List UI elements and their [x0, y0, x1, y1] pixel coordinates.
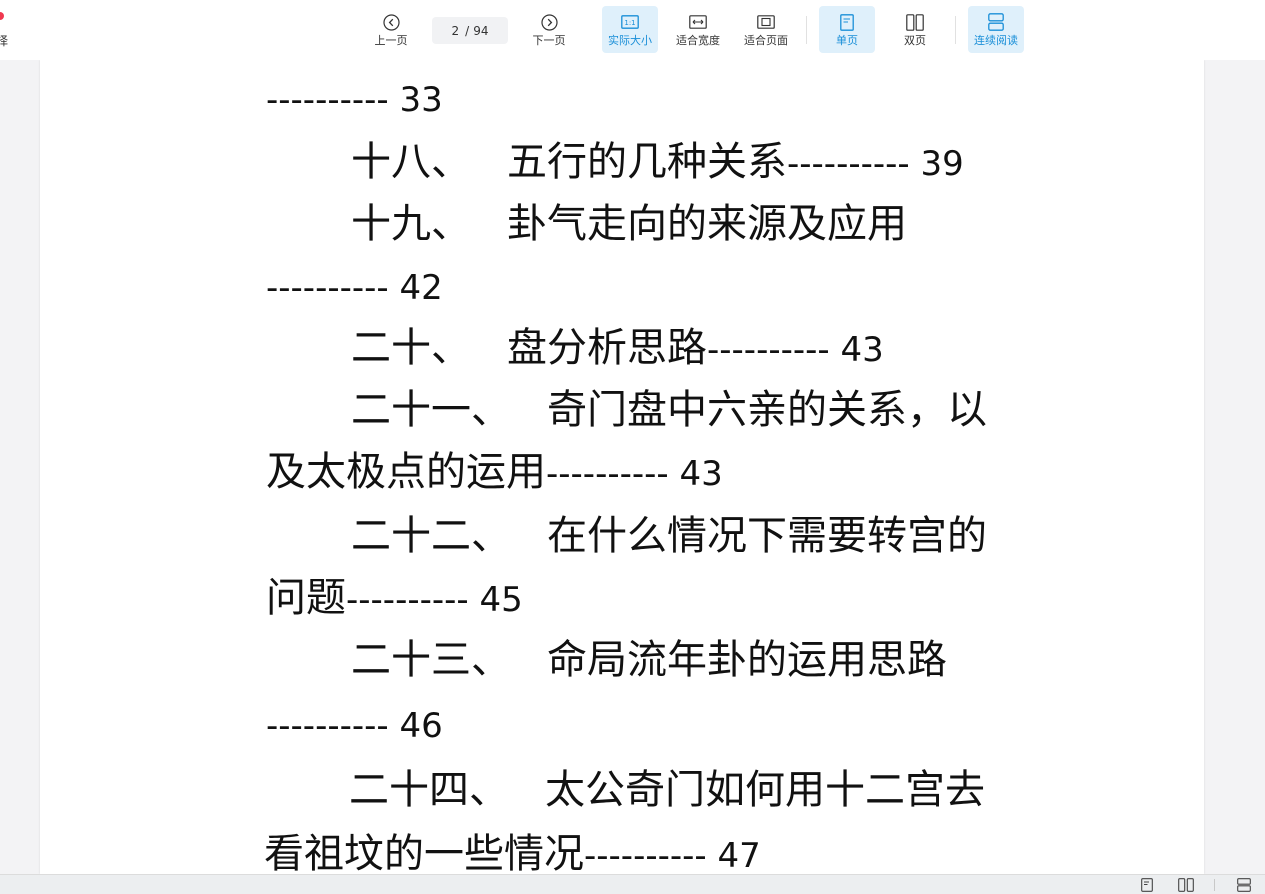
actual-size-label: 实际大小	[608, 34, 652, 47]
current-page: 2	[451, 23, 460, 38]
actual-size-icon: 1:1	[621, 13, 639, 31]
toc-line: 二十、盘分析思路---------- 43	[351, 325, 884, 371]
chevron-left-circle-icon	[382, 13, 400, 31]
fit-width-icon	[689, 13, 707, 31]
prev-page-label: 上一页	[374, 34, 408, 47]
chevron-right-circle-icon	[540, 13, 558, 31]
continuous-reading-button[interactable]: 连续阅读	[968, 6, 1024, 53]
svg-text:1:1: 1:1	[624, 19, 635, 27]
total-pages: 94	[473, 23, 489, 38]
toolbar: 择 上一页 2 / 94 下一页 1:1 实际大小 适合宽度 适合页面	[0, 0, 1265, 60]
status-bar	[0, 874, 1265, 894]
single-page-label: 单页	[836, 34, 858, 47]
continuous-view-icon[interactable]	[1236, 878, 1252, 892]
left-panel-label: 择	[0, 34, 9, 48]
toc-line: 十八、五行的几种关系---------- 39	[351, 139, 964, 185]
toc-line: 看祖坟的一些情况---------- 47	[264, 831, 761, 874]
double-page-label: 双页	[904, 34, 926, 47]
fit-width-button[interactable]: 适合宽度	[670, 6, 726, 53]
toc-line: 十九、卦气走向的来源及应用	[351, 201, 907, 247]
double-page-icon	[906, 13, 924, 31]
toc-line: ---------- 33	[266, 80, 443, 120]
toc-line: 问题---------- 45	[266, 575, 523, 621]
actual-size-button[interactable]: 1:1 实际大小	[602, 6, 658, 53]
toc-line: 二十二、在什么情况下需要转宫的	[351, 513, 987, 559]
page-number-input[interactable]: 2 / 94	[432, 17, 508, 44]
toolbar-divider	[806, 16, 807, 44]
continuous-scroll-icon	[987, 13, 1005, 31]
next-page-button[interactable]: 下一页	[526, 6, 572, 53]
toc-line: 及太极点的运用---------- 43	[266, 449, 723, 495]
single-page-view-icon[interactable]	[1139, 878, 1155, 892]
fit-page-button[interactable]: 适合页面	[738, 6, 794, 53]
toc-line: 二十四、太公奇门如何用十二宫去	[349, 767, 985, 813]
toc-line: ---------- 42	[266, 268, 443, 308]
single-page-button[interactable]: 单页	[819, 6, 875, 53]
prev-page-button[interactable]: 上一页	[368, 6, 414, 53]
toc-line: 二十一、奇门盘中六亲的关系，以	[351, 387, 987, 433]
status-divider	[1214, 879, 1215, 891]
fit-page-icon	[757, 13, 775, 31]
left-panel-stub[interactable]: 择	[0, 12, 16, 52]
continuous-reading-label: 连续阅读	[974, 34, 1018, 47]
page-separator: /	[465, 23, 470, 38]
next-page-label: 下一页	[532, 34, 566, 47]
double-page-view-icon[interactable]	[1178, 878, 1194, 892]
notification-dot	[0, 12, 4, 20]
document-page: ---------- 33 十八、五行的几种关系---------- 39 十九…	[40, 60, 1204, 874]
single-page-icon	[838, 13, 856, 31]
fit-width-label: 适合宽度	[676, 34, 720, 47]
toc-line: 二十三、命局流年卦的运用思路	[351, 637, 947, 683]
toc-line: ---------- 46	[266, 706, 443, 746]
document-viewport[interactable]: ---------- 33 十八、五行的几种关系---------- 39 十九…	[0, 60, 1265, 874]
double-page-button[interactable]: 双页	[887, 6, 943, 53]
toolbar-divider	[955, 16, 956, 44]
fit-page-label: 适合页面	[744, 34, 788, 47]
